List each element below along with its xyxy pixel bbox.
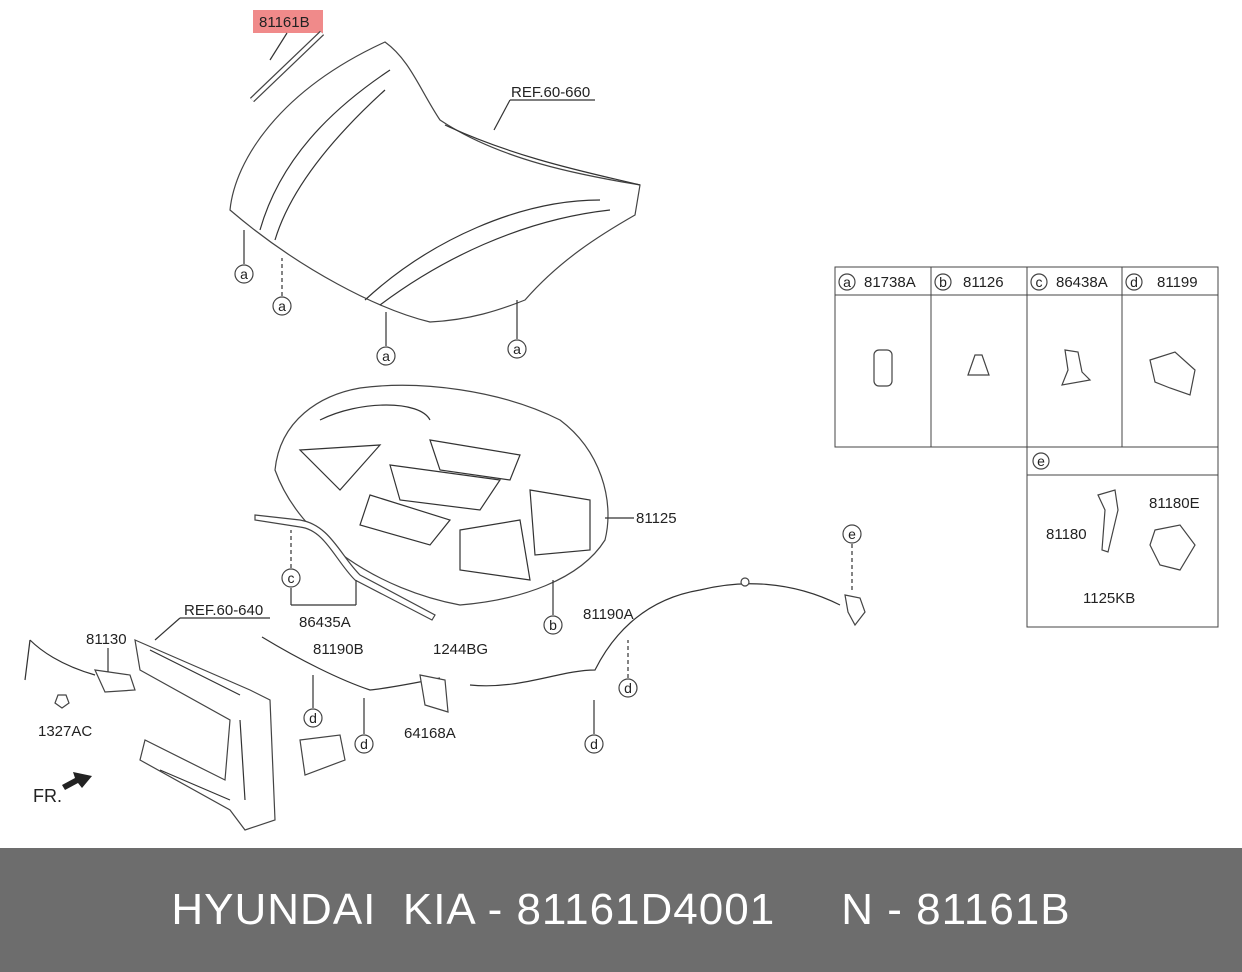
svg-text:a: a <box>240 266 248 282</box>
label-1327AC[interactable]: 1327AC <box>38 723 92 740</box>
clip-81126-image <box>967 354 990 376</box>
stay-holder-81199-image <box>1149 351 1196 396</box>
label-81161B[interactable]: 81161B <box>259 14 310 31</box>
callout-a-arrows <box>243 230 518 346</box>
svg-text:81738A: 81738A <box>864 274 916 291</box>
handle-81180-image <box>1097 489 1119 553</box>
svg-text:e: e <box>1037 453 1045 469</box>
label-81190A[interactable]: 81190A <box>583 606 634 623</box>
parts-diagram: 81161B REF.60-660 a a a a 81125 <box>24 10 1219 831</box>
callout-b[interactable]: b <box>543 615 563 635</box>
svg-text:d: d <box>1130 274 1138 290</box>
callout-d-4[interactable]: d <box>584 734 604 754</box>
table-col-d: d 81199 <box>1125 273 1198 291</box>
clip-86438A-image <box>1061 349 1092 386</box>
handle-bracket-81180E-image <box>1149 524 1196 571</box>
table-col-e: e <box>1032 452 1050 470</box>
highlight-box <box>253 10 323 33</box>
label-81180E[interactable]: 81180E <box>1149 495 1200 512</box>
callout-c[interactable]: c <box>281 568 301 588</box>
label-81190B[interactable]: 81190B <box>313 641 364 658</box>
label-81125[interactable]: 81125 <box>636 510 677 527</box>
bumper-81738A-image <box>873 349 893 387</box>
callout-a-2[interactable]: a <box>272 296 292 316</box>
svg-text:e: e <box>848 526 856 542</box>
svg-text:d: d <box>309 710 317 726</box>
release-cables <box>24 577 866 713</box>
callout-a-3[interactable]: a <box>376 346 396 366</box>
svg-text:86438A: 86438A <box>1056 274 1108 291</box>
svg-text:c: c <box>1036 274 1043 290</box>
callout-d-3[interactable]: d <box>618 678 638 698</box>
svg-text:a: a <box>843 274 851 290</box>
callout-d-1[interactable]: d <box>303 708 323 728</box>
svg-text:d: d <box>590 736 598 752</box>
hood-seal-strip <box>254 514 436 621</box>
radiator-support-frame <box>134 639 346 831</box>
svg-text:c: c <box>288 570 295 586</box>
svg-text:a: a <box>278 298 286 314</box>
svg-text:a: a <box>382 348 390 364</box>
svg-text:81126: 81126 <box>963 274 1004 291</box>
label-81180[interactable]: 81180 <box>1046 526 1087 543</box>
table-col-b: b 81126 <box>934 273 1004 291</box>
callout-d-2[interactable]: d <box>354 734 374 754</box>
table-col-c: c 86438A <box>1030 273 1108 291</box>
label-1244BG[interactable]: 1244BG <box>433 641 488 658</box>
svg-text:b: b <box>939 274 947 290</box>
table-col-a: a 81738A <box>838 273 916 291</box>
label-ref-60-640[interactable]: REF.60-640 <box>184 602 263 619</box>
callout-a-1[interactable]: a <box>234 264 254 284</box>
hood-lift-strut <box>249 30 325 103</box>
callout-d-arrows <box>312 544 853 734</box>
svg-text:a: a <box>513 341 521 357</box>
hood-insulation-pad <box>274 384 609 606</box>
svg-text:81199: 81199 <box>1157 274 1198 291</box>
parts-legend-table <box>834 266 1219 628</box>
label-81130[interactable]: 81130 <box>86 631 127 648</box>
front-arrow-icon <box>62 772 92 790</box>
callout-e[interactable]: e <box>842 524 862 544</box>
callout-a-4[interactable]: a <box>507 339 527 359</box>
label-ref-60-660[interactable]: REF.60-660 <box>511 84 590 101</box>
bolt-1327AC <box>54 694 70 709</box>
svg-text:d: d <box>360 736 368 752</box>
footer-part-number-bar: HYUNDAI KIA - 81161D4001 N - 81161B <box>0 848 1242 972</box>
svg-text:b: b <box>549 617 557 633</box>
label-front-direction: FR. <box>33 786 62 806</box>
label-1125KB[interactable]: 1125KB <box>1083 590 1135 607</box>
svg-text:d: d <box>624 680 632 696</box>
label-86435A[interactable]: 86435A <box>299 614 351 631</box>
label-64168A[interactable]: 64168A <box>404 725 456 742</box>
